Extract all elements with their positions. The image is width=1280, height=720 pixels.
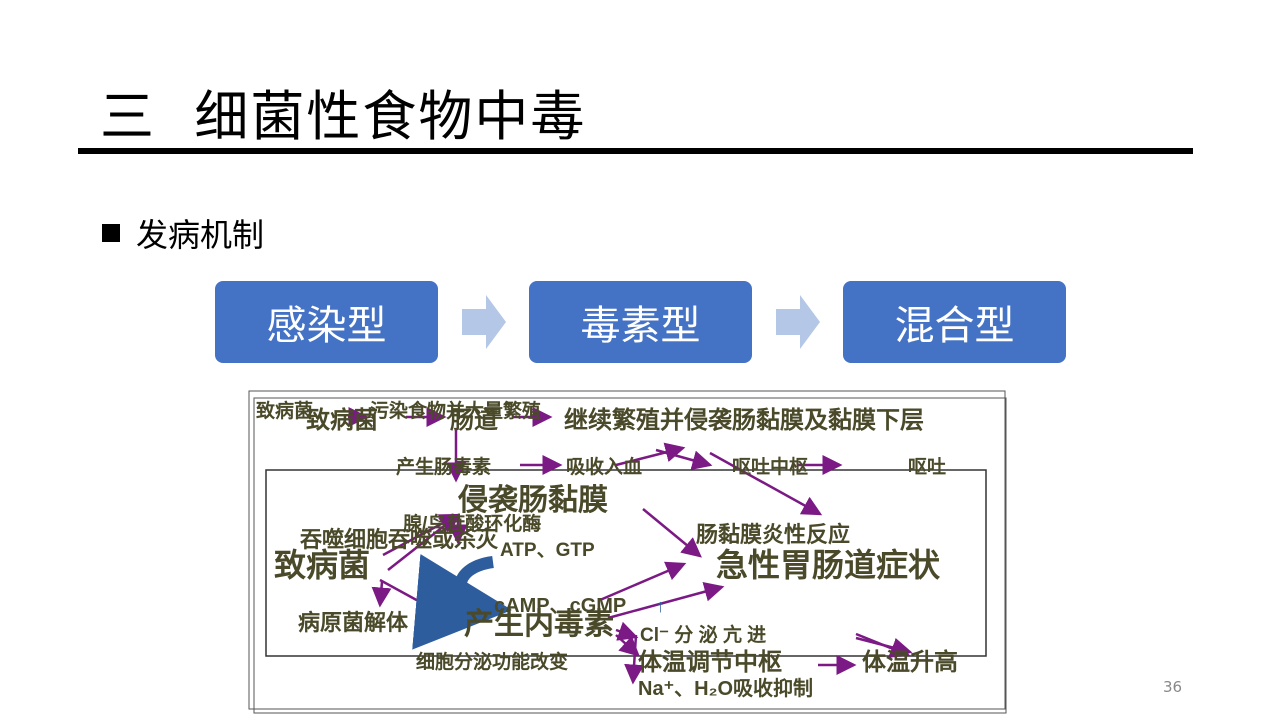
label-invade-mucosa: 侵袭肠黏膜 (457, 484, 608, 517)
type-box-mixed: 混合型 (843, 281, 1066, 363)
label-enteritis: 肠黏膜炎性反应 (696, 522, 850, 547)
bullet-item: 发病机制 (102, 213, 265, 254)
label-endotoxin: 产生内毒素 (464, 608, 614, 641)
label-vomit: 呕吐 (908, 456, 946, 478)
label-lysis: 病原菌解体 (298, 610, 409, 635)
label-phagocyte: 吞噬细胞吞噬或杀灭 (300, 527, 499, 552)
up-arrow-icon: ↑ (656, 596, 665, 616)
type-box-infection: 感染型 (215, 281, 438, 363)
curved-arrow-icon (412, 553, 512, 650)
outer-frame (248, 390, 1006, 710)
type-box-toxin: 毒素型 (529, 281, 752, 363)
title-underline (78, 148, 1193, 154)
label-fever: 体温升高 (862, 648, 958, 676)
label-intestine: 肠道 (450, 406, 498, 434)
label-gi-symptoms: 急性胃肠道症状 (716, 547, 941, 583)
label-na-h2o: Na⁺、H₂O吸收抑制 (638, 676, 813, 700)
label-atp-gtp: ATP、GTP (500, 540, 595, 561)
label-thermo-center: 体温调节中枢 (638, 649, 782, 676)
label-vomit-center: 呕吐中枢 (732, 455, 808, 478)
square-bullet-icon (102, 224, 120, 242)
outer-frame-inner (253, 397, 1007, 714)
page-number: 36 (1163, 678, 1183, 696)
right-arrow-icon (462, 295, 506, 349)
mechanism-diagram: 致病菌 污染食物并大量繁殖 致病菌 肠道 继续繁殖并侵袭肠黏膜及黏膜下层 产生肠… (248, 390, 1008, 715)
right-arrow-icon (776, 295, 820, 349)
label-pathogen: 致病菌 (306, 406, 378, 434)
label-camp-cgmp: cAMP、cGMP (494, 595, 626, 617)
label-adenylate: 腺/鸟苷酸环化酶 (402, 512, 541, 535)
label-pathogen-large: 致病菌 (274, 547, 370, 583)
label-cl-secretion: Cl⁻ 分 泌 亢 进 (640, 623, 766, 646)
label-secretion-change: 细胞分泌功能改变 (416, 650, 568, 673)
label-invade-submucosa: 继续繁殖并侵袭肠黏膜及黏膜下层 (564, 406, 924, 434)
bullet-text: 发病机制 (136, 216, 265, 254)
label-enterotoxin: 产生肠毒素 (396, 455, 491, 478)
label-absorb: 吸收入血 (566, 455, 642, 478)
slide-title: 三 细菌性食物中毒 (100, 85, 587, 148)
label-pathogen-small: 致病菌 (256, 399, 313, 422)
label-contaminate: 污染食物并大量繁殖 (370, 399, 541, 422)
